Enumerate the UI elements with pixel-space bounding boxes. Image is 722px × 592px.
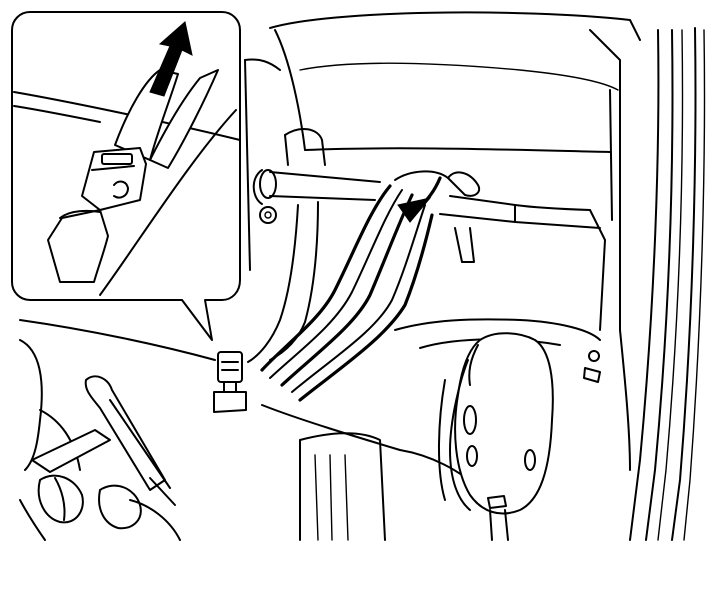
door-pillar [619, 27, 706, 541]
lower-strap [247, 201, 319, 363]
seat-frame-bar [252, 128, 606, 331]
strap-buckle [213, 351, 247, 413]
seat-latch [438, 332, 554, 541]
seat-back [244, 11, 641, 331]
detail-inset [11, 11, 241, 341]
lower-left-detail [19, 339, 181, 541]
strap-loop [260, 170, 481, 402]
